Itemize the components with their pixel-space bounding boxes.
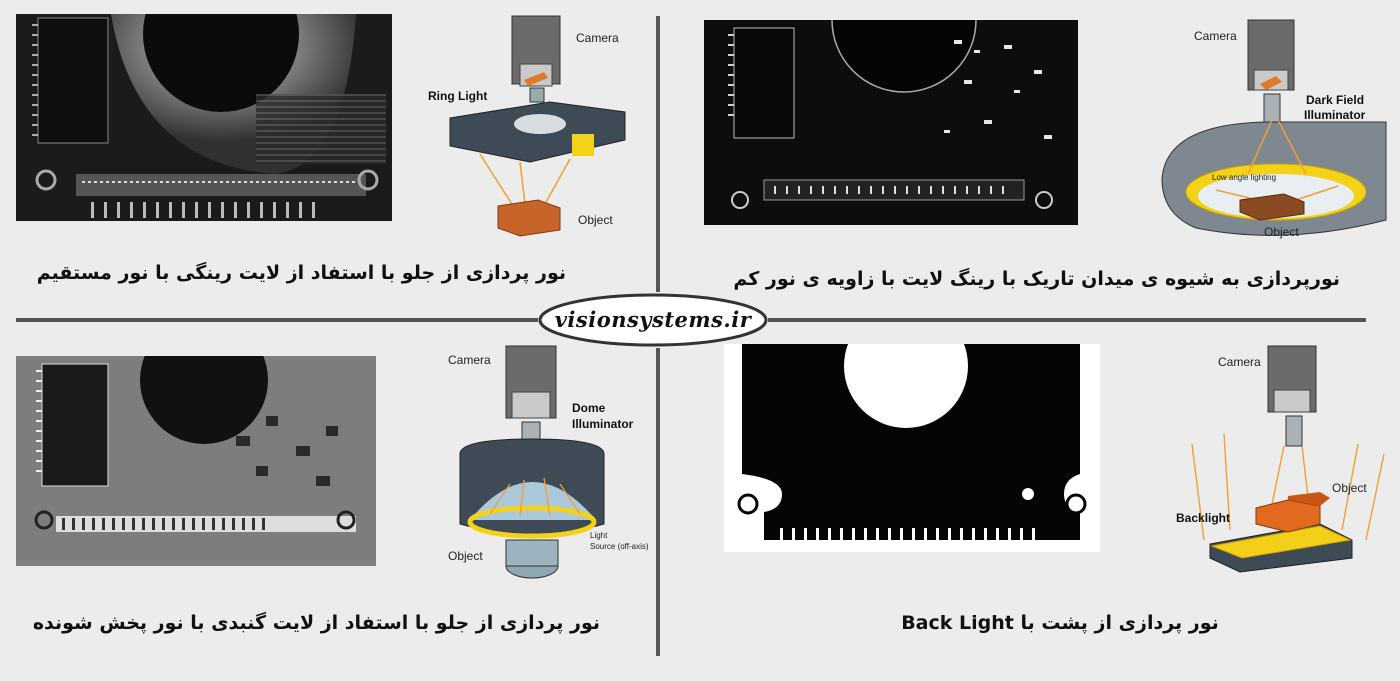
object-label: Object bbox=[448, 549, 483, 563]
brand-ellipse bbox=[538, 293, 768, 347]
ring-light-diagram: Camera Ring Light Object bbox=[420, 14, 640, 244]
dark-field-label-line1: Dark Field bbox=[1306, 93, 1364, 107]
low-angle-note: Low angle lighting bbox=[1212, 173, 1276, 182]
brand-text: visionsystems.ir bbox=[554, 307, 752, 332]
caption-backlight: نور پردازی از پشت با Back Light bbox=[901, 612, 1219, 634]
divider-horizontal-left bbox=[16, 318, 538, 322]
divider-vertical-bottom bbox=[656, 348, 660, 656]
brand-logo: visionsystems.ir bbox=[537, 292, 769, 348]
pcb-photo-dark-field bbox=[704, 20, 1078, 225]
ring-light-label: Ring Light bbox=[428, 89, 487, 103]
divider-vertical-top bbox=[656, 16, 660, 292]
backlight-diagram: Camera Backlight Object bbox=[1170, 344, 1390, 574]
camera-label: Camera bbox=[448, 353, 491, 367]
backlight-label: Backlight bbox=[1176, 511, 1230, 525]
dome-light-diagram: Camera Dome Illuminator Light Source (of… bbox=[440, 344, 660, 584]
light-source-line2: Source (off-axis) bbox=[590, 542, 649, 551]
dark-field-label-line2: Illuminator bbox=[1304, 108, 1366, 122]
object-label: Object bbox=[578, 213, 613, 227]
object-label: Object bbox=[1332, 481, 1367, 495]
object-block bbox=[497, 199, 561, 237]
pcb-photo-ring-light bbox=[16, 14, 392, 221]
camera-label: Camera bbox=[1218, 355, 1261, 369]
camera-label: Camera bbox=[1194, 29, 1237, 43]
caption-dome-light: نور پردازی از جلو با استفاد از لایت گنبد… bbox=[32, 612, 600, 634]
dome-label-line1: Dome bbox=[572, 401, 606, 415]
dark-field-diagram: Camera Dark Field Illuminator Low angle … bbox=[1156, 14, 1396, 244]
dome-label-line2: Illuminator bbox=[572, 417, 634, 431]
caption-dark-field: نورپردازی به شیوه ی میدان تاریک با رینگ … bbox=[733, 268, 1340, 290]
pcb-photo-backlight bbox=[724, 344, 1100, 552]
object-cylinder bbox=[505, 539, 559, 567]
caption-ring-light: نور پردازی از جلو با استفاد از لایت رینگ… bbox=[36, 262, 566, 284]
object-block bbox=[1239, 193, 1305, 221]
object-label: Object bbox=[1264, 225, 1299, 239]
pcb-photo-dome-light bbox=[16, 356, 376, 566]
camera-label: Camera bbox=[576, 31, 619, 45]
light-source-line1: Light bbox=[590, 531, 608, 540]
divider-horizontal-right bbox=[768, 318, 1366, 322]
